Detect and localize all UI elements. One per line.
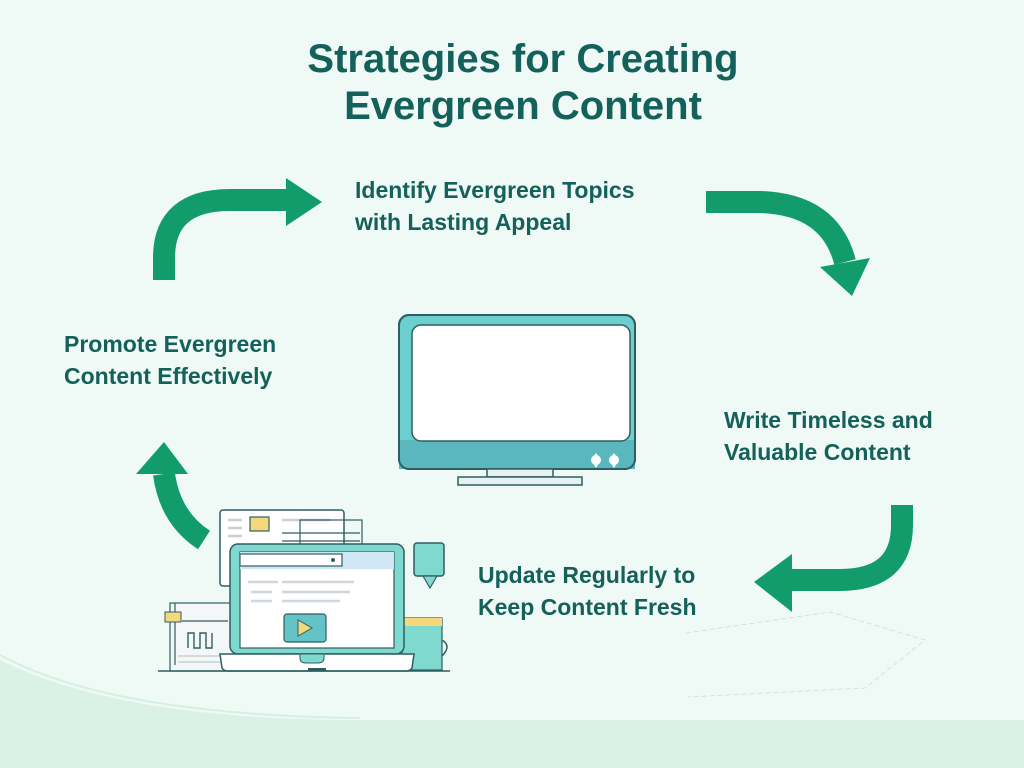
step-update-regularly: Update Regularly to Keep Content Fresh — [478, 559, 697, 623]
curved-arrow-left-icon — [754, 505, 913, 612]
step-promote-line-2: Content Effectively — [64, 363, 273, 389]
monitor-illustration — [398, 314, 636, 486]
step-update-line-1: Update Regularly to — [478, 562, 696, 588]
title-line-2: Evergreen Content — [344, 84, 702, 128]
step-promote-line-1: Promote Evergreen — [64, 331, 277, 357]
curved-arrow-right-icon — [153, 178, 322, 280]
step-promote-content: Promote Evergreen Content Effectively — [64, 328, 276, 392]
speech-bubble-icon — [413, 542, 445, 590]
laptop-icon — [219, 543, 415, 672]
curved-arrow-down-icon — [706, 191, 870, 296]
page-title: Strategies for Creating Evergreen Conten… — [0, 36, 1024, 130]
curved-arrow-up-icon — [136, 442, 211, 550]
monitor-icon — [398, 314, 636, 486]
title-line-1: Strategies for Creating — [307, 37, 739, 81]
step-update-line-2: Keep Content Fresh — [478, 594, 697, 620]
step-write-line-1: Write Timeless and — [724, 407, 933, 433]
laptop-workspace-illustration — [158, 509, 450, 672]
step-identify-line-1: Identify Evergreen Topics — [355, 177, 635, 203]
step-identify-line-2: with Lasting Appeal — [355, 209, 572, 235]
step-write-content: Write Timeless and Valuable Content — [724, 404, 933, 468]
step-write-line-2: Valuable Content — [724, 439, 911, 465]
step-identify-topics: Identify Evergreen Topics with Lasting A… — [355, 174, 634, 238]
